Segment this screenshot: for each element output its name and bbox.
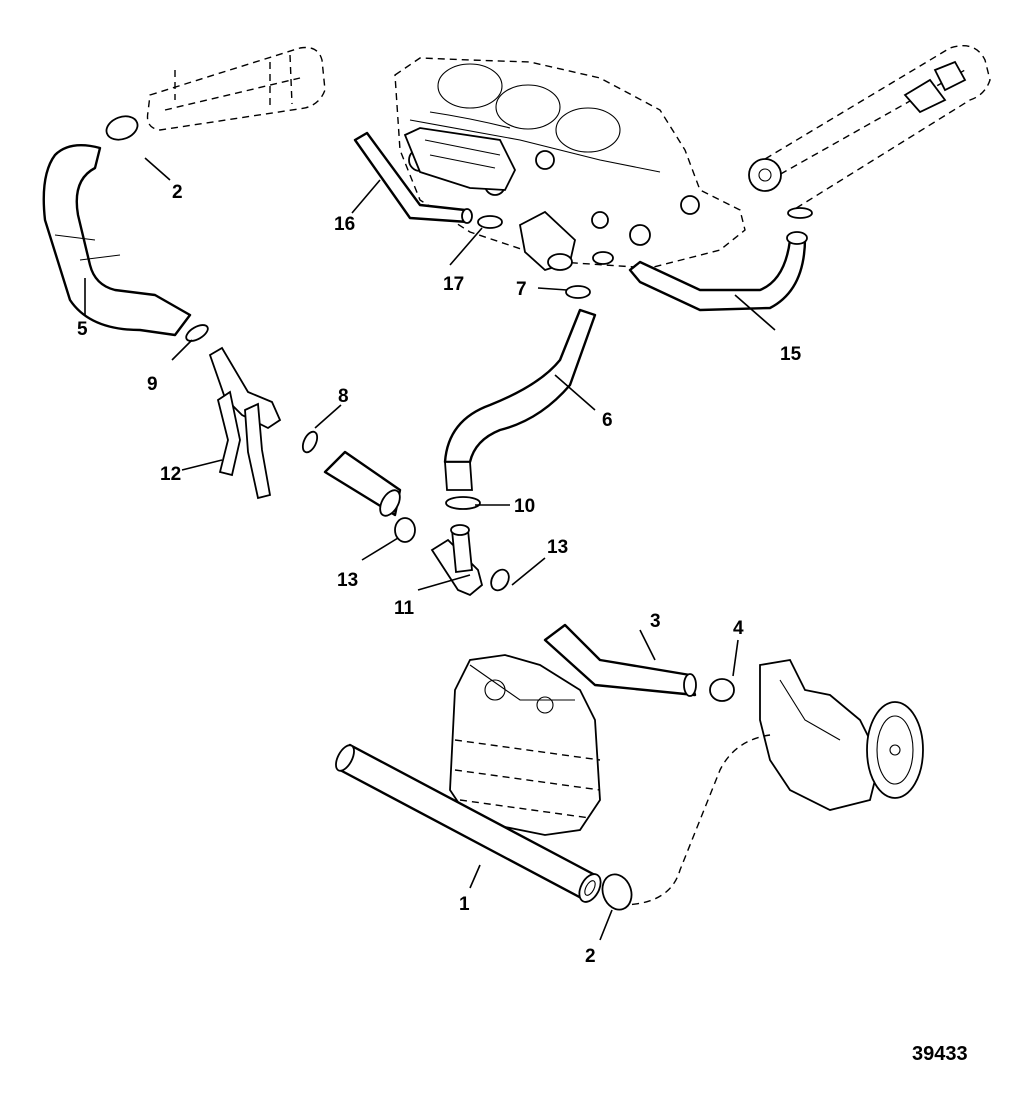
callout-4: 4	[733, 618, 744, 639]
tee-fitting-11	[430, 524, 484, 597]
hose-3	[543, 623, 697, 697]
callout-9: 9	[147, 374, 158, 395]
hose-5	[42, 144, 192, 337]
callout-labels: 2 5 9 8 12 16 17 7 6 15 10 13 11 13 3 4 …	[77, 182, 802, 967]
callout-13-right: 13	[547, 537, 568, 558]
callout-7: 7	[516, 279, 527, 300]
callout-1: 1	[459, 894, 470, 915]
hose-16	[353, 131, 473, 224]
callout-17: 17	[443, 274, 464, 295]
figure-number: 39433	[912, 1043, 968, 1065]
callout-3: 3	[650, 611, 661, 632]
fuel-cooler-phantom	[748, 45, 991, 213]
clamp-icon	[105, 115, 813, 911]
phantom-hose-route	[619, 734, 771, 906]
callout-12: 12	[160, 464, 181, 485]
thermostat-elbow-17	[518, 210, 576, 272]
callout-2-bottom: 2	[585, 946, 596, 967]
callout-2-top: 2	[172, 182, 183, 203]
circulating-pump	[759, 659, 924, 811]
thermostat-housing-phantom	[146, 46, 326, 131]
hose-1	[335, 743, 602, 903]
hose-6	[443, 308, 597, 491]
callout-10: 10	[514, 496, 535, 517]
callout-13-left: 13	[337, 570, 358, 591]
callout-6: 6	[602, 410, 613, 431]
intake-manifold-solid	[403, 127, 517, 191]
hose-15	[628, 231, 808, 312]
hose-8	[323, 450, 402, 517]
seawater-pump-housing	[449, 654, 601, 836]
callout-5: 5	[77, 319, 88, 340]
tee-fitting-12	[208, 346, 282, 500]
leader-lines	[84, 157, 776, 941]
callout-8: 8	[338, 386, 349, 407]
callout-11: 11	[394, 598, 415, 619]
callout-15: 15	[780, 344, 802, 365]
callout-16: 16	[334, 214, 355, 235]
